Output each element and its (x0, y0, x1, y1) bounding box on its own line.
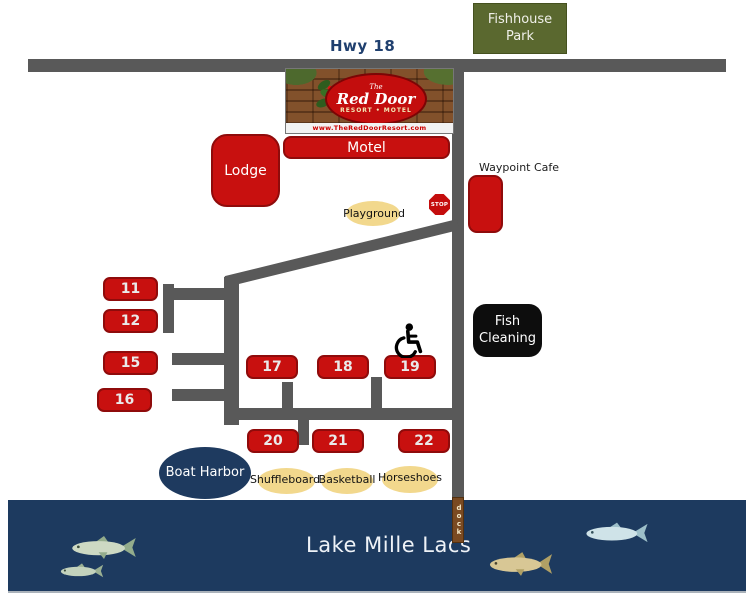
cabin-12: 12 (103, 309, 158, 333)
basketball-label: Basketball (318, 473, 376, 486)
cabin-20-21-driveway (298, 420, 309, 445)
stop-sign-icon: STOP (427, 192, 452, 217)
cabin-16-driveway (172, 389, 228, 401)
horseshoes-label: Horseshoes (378, 471, 442, 484)
playground-label: Playground (343, 207, 405, 220)
fish-icon (586, 522, 648, 543)
waypoint-cafe-label: Waypoint Cafe (479, 161, 560, 174)
sign-oval: The Red Door RESORT • MOTEL (325, 73, 427, 125)
shuffleboard-label: Shuffleboard (249, 473, 321, 486)
playground-area (346, 201, 400, 226)
boat-harbor-area: Boat Harbor (159, 447, 251, 499)
hwy-18-label: Hwy 18 (330, 37, 396, 55)
cabin-15: 15 (103, 351, 158, 375)
fishhouse-park-box: Fishhouse Park (473, 3, 567, 54)
shuffleboard-area (258, 468, 315, 494)
west-loop-road (224, 277, 239, 425)
cabin-11-12-spur (163, 284, 174, 333)
fish-icon (489, 552, 553, 576)
fish-cleaning-building: Fish Cleaning (473, 304, 542, 357)
fish-icon (72, 536, 136, 559)
sign-subtitle: RESORT • MOTEL (340, 107, 412, 115)
motel-building: Motel (283, 136, 450, 159)
fish-icon (60, 563, 104, 578)
cabin-16: 16 (97, 388, 152, 412)
cabin-19: 19 (384, 355, 436, 379)
sign-name: Red Door (336, 89, 416, 108)
lake-label: Lake Mille Lacs (306, 533, 472, 557)
cabin-17: 17 (246, 355, 298, 379)
dock: dock (452, 497, 464, 543)
basketball-area (321, 468, 373, 494)
waypoint-cafe-building (468, 175, 503, 233)
red-door-resort-sign: The Red Door RESORT • MOTEL www.TheRedDo… (285, 68, 454, 134)
lodge-building: Lodge (211, 134, 280, 207)
main-entrance-road (452, 72, 464, 497)
cabin-18-19-driveway (371, 377, 382, 410)
horseshoes-area (382, 466, 438, 493)
cabin-11-12-driveway (172, 288, 228, 300)
cabin-11: 11 (103, 277, 158, 301)
cabin-18: 18 (317, 355, 369, 379)
sign-prefix: The (369, 82, 383, 91)
accessible-parking-icon (394, 323, 423, 358)
cabin-17-driveway (282, 382, 293, 410)
cabin-21: 21 (312, 429, 364, 453)
sign-url: www.TheRedDoorResort.com (286, 123, 453, 133)
cabin-22: 22 (398, 429, 450, 453)
south-road (224, 408, 458, 420)
stop-sign-label: STOP (429, 194, 450, 215)
diagonal-road (224, 219, 460, 287)
cabin-20: 20 (247, 429, 299, 453)
cabin-15-driveway (172, 353, 228, 365)
hwy-18-road (28, 59, 726, 72)
